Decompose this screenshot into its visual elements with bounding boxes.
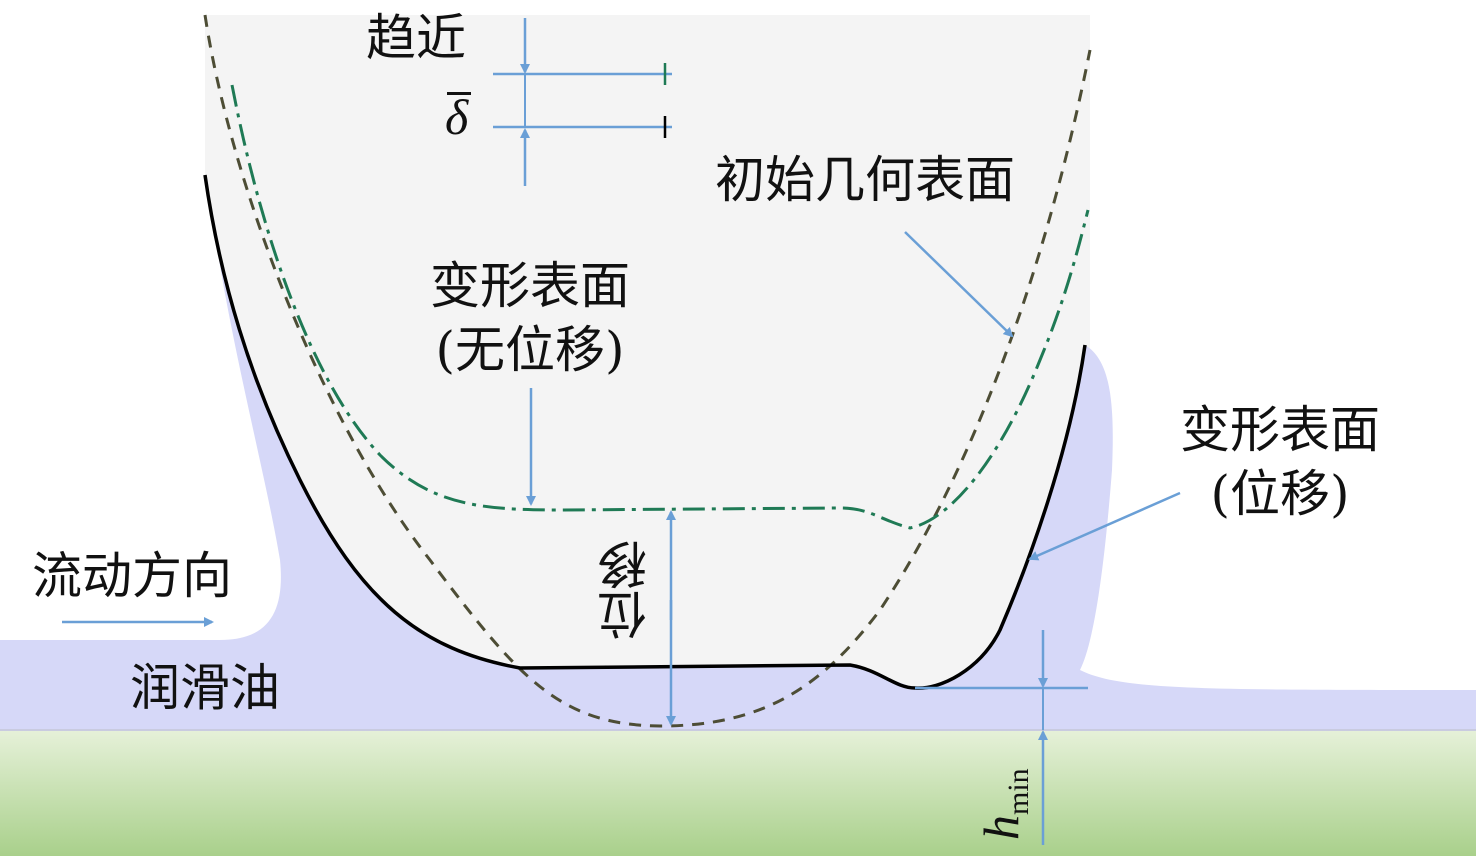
displaced-surface-label-line2: (位移) <box>1210 465 1350 523</box>
undisplaced-surface-label-line1: 变形表面 <box>430 257 630 315</box>
hmin-subscript: min <box>1002 768 1035 815</box>
flow-direction-label: 流动方向 <box>32 547 232 605</box>
hmin-symbol: h <box>973 815 1029 840</box>
approach-label: 趋近 <box>366 9 466 67</box>
delta-overbar <box>447 92 471 95</box>
displaced-deformed-curve <box>203 174 1087 690</box>
substrate <box>0 730 1476 856</box>
initial-geometry-curve <box>203 14 1092 728</box>
displaced-surface-label-line1: 变形表面 <box>1180 401 1380 459</box>
lubricant-label: 润滑油 <box>130 659 280 717</box>
undisplaced-deformed-curve <box>230 84 1090 530</box>
delta-symbol: δ <box>445 89 469 145</box>
displacement-label: 位移 <box>597 540 655 640</box>
displaced-surface-pointer <box>1028 491 1181 561</box>
initial-surface-pointer <box>904 231 1014 338</box>
initial-surface-label: 初始几何表面 <box>715 151 1015 209</box>
hmin-label: hmin <box>972 768 1035 840</box>
lubricant-region <box>0 175 1476 730</box>
undisplaced-surface-label-line2: (无位移) <box>435 321 625 379</box>
roller-body <box>205 15 1090 689</box>
